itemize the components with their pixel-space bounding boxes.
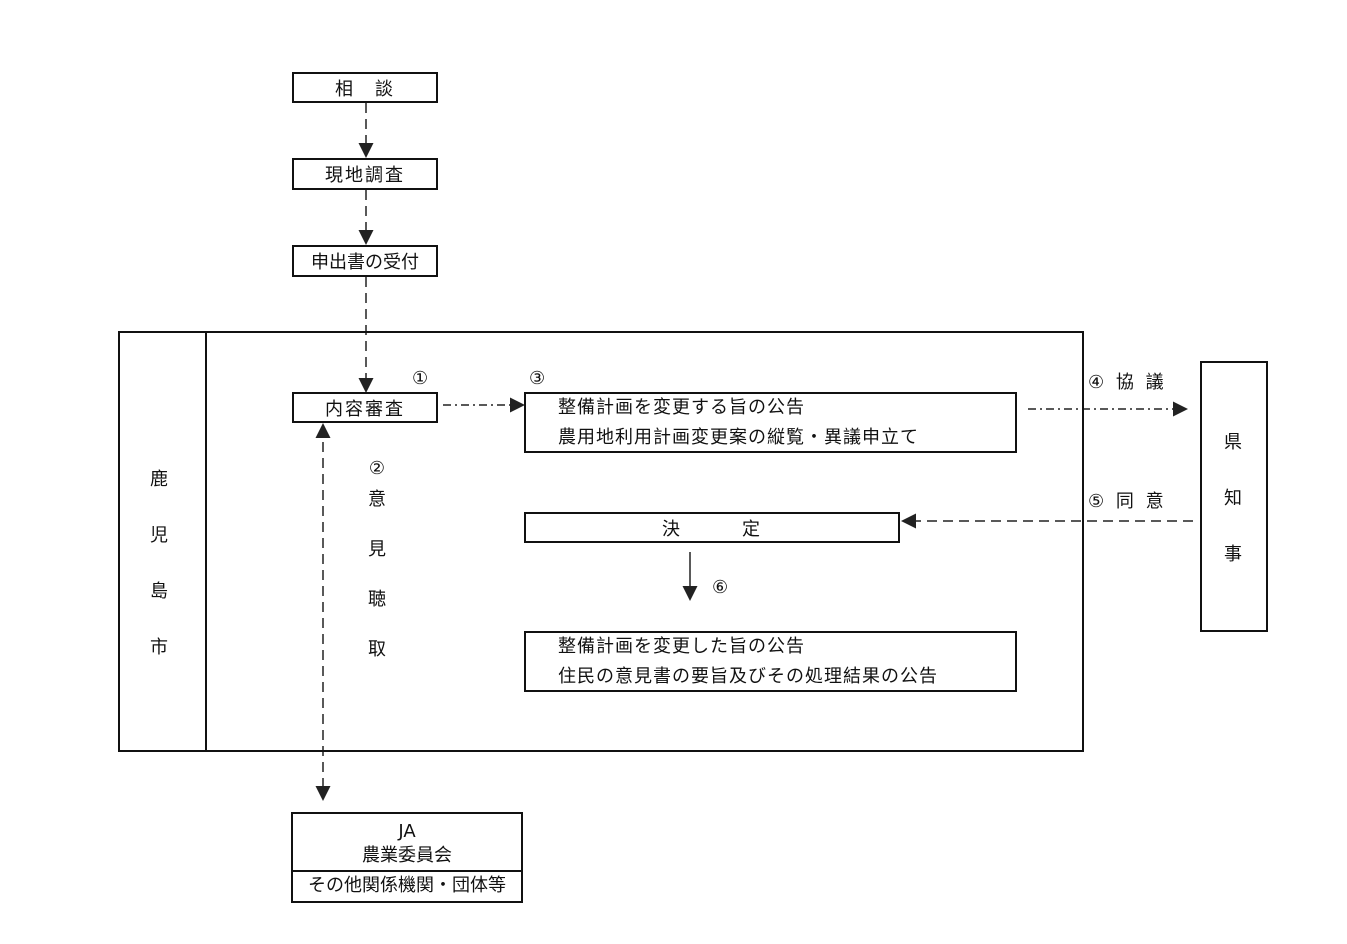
notice1-line2: 農用地利用計画変更案の縦覧・異議申立て [558,426,919,448]
notice2-line1: 整備計画を変更した旨の公告 [558,635,805,657]
marker-1: ① [412,368,429,389]
step-decision: 決 定 [524,512,900,543]
step-final-notice: 整備計画を変更した旨の公告 住民の意見書の要旨及びその処理結果の公告 [524,631,1017,692]
marker-2: ② [368,458,386,479]
governor-char: 県 [1224,431,1244,453]
marker-3: ③ [529,368,546,389]
org-agri-committee: 農業委員会 [362,845,452,866]
step-consult: 相 談 [292,72,438,103]
step-review-label: 内容審査 [325,398,405,420]
city-label-column [118,331,207,752]
step-application: 申出書の受付 [292,245,438,277]
step-consult-label: 相 談 [335,78,395,100]
step-decision-label: 決 定 [662,518,762,540]
notice2-line2: 住民の意見書の要旨及びその処理結果の公告 [558,665,938,687]
notice1-line1: 整備計画を変更する旨の公告 [558,396,805,418]
step-site-survey-label: 現地調査 [325,165,405,186]
city-char: 児 [150,525,168,546]
step-site-survey: 現地調査 [292,158,438,190]
opinion-hearing-label: ② 意 見 聴 取 [368,458,386,661]
step-change-notice: 整備計画を変更する旨の公告 農用地利用計画変更案の縦覧・異議申立て [524,392,1017,453]
step-review: 内容審査 [292,392,438,423]
opinion-char: 見 [368,539,386,560]
opinion-char: 取 [368,639,386,660]
opinion-char: 意 [368,489,386,510]
org-ja: JA [398,821,416,842]
related-organizations: JA 農業委員会 その他関係機関・団体等 [291,812,523,903]
org-others: その他関係機関・団体等 [293,870,521,900]
city-char: 鹿 [150,469,168,490]
opinion-char: 聴 [368,589,386,610]
marker-5-consent: ⑤ 同 意 [1088,491,1164,512]
city-char: 島 [150,581,168,602]
governor-char: 事 [1224,543,1244,565]
marker-6: ⑥ [712,577,729,598]
governor-char: 知 [1224,487,1244,509]
city-label: 鹿 児 島 市 [150,465,168,659]
marker-4-consultation: ④ 協 議 [1088,372,1164,393]
prefectural-governor: 県 知 事 [1200,361,1268,632]
step-application-label: 申出書の受付 [311,252,419,273]
city-char: 市 [150,637,168,658]
